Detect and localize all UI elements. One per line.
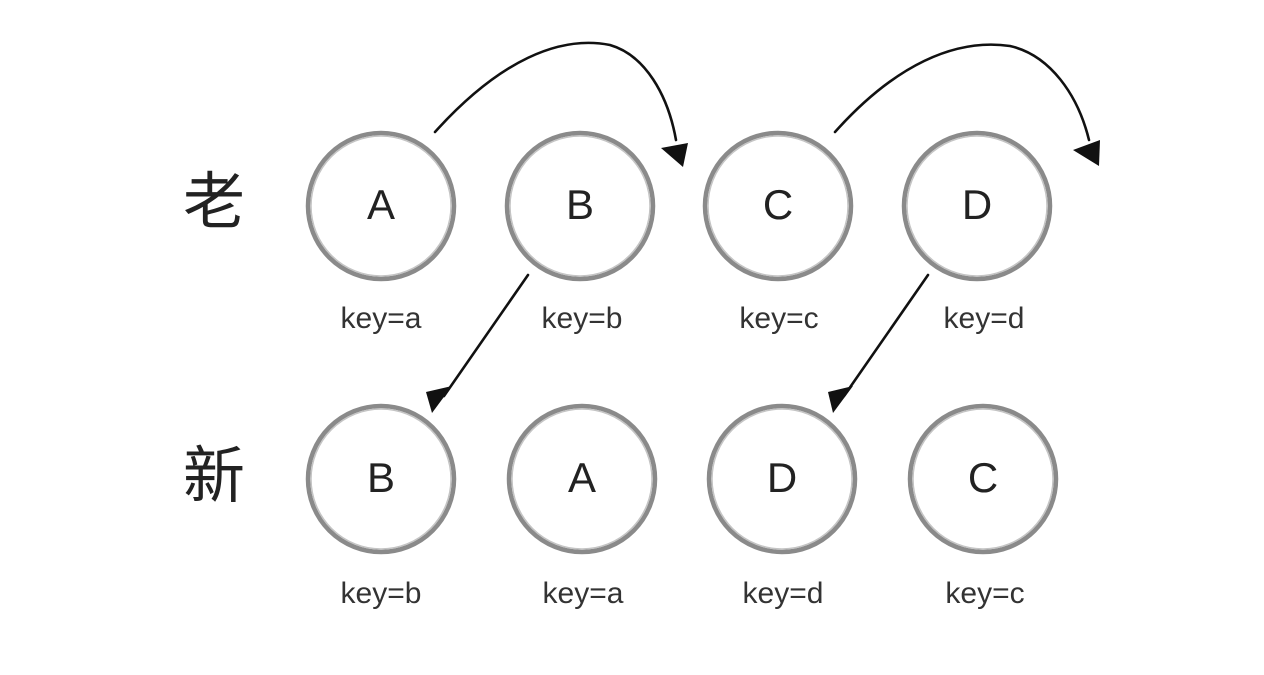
node-old-2: C key=c <box>702 130 854 335</box>
node-new-1: A key=a <box>506 403 658 610</box>
key-label: key=d <box>944 302 1025 335</box>
arrowhead-icon <box>828 386 853 413</box>
key-label: key=b <box>542 302 623 335</box>
arrow-old-a-to-after-b <box>433 41 688 167</box>
node-letter: D <box>962 181 992 228</box>
key-label: key=b <box>341 577 422 610</box>
arrow-old-d-to-new-d <box>828 273 930 413</box>
node-letter: D <box>767 454 797 501</box>
node-letter: C <box>968 454 998 501</box>
key-label: key=a <box>341 302 422 335</box>
node-old-0: A key=a <box>305 130 457 335</box>
node-new-0: B key=b <box>305 403 457 610</box>
node-letter: A <box>367 181 395 228</box>
arrowhead-icon <box>1073 140 1100 166</box>
node-letter: B <box>566 181 594 228</box>
key-label: key=c <box>945 577 1024 610</box>
key-label: key=c <box>739 302 818 335</box>
row-label-old: 老 <box>183 165 245 238</box>
node-old-3: D key=d <box>901 130 1053 335</box>
key-label: key=a <box>543 577 624 610</box>
arrowhead-icon <box>426 386 452 413</box>
node-letter: A <box>568 454 596 501</box>
arrow-old-c-to-after-d <box>833 43 1100 166</box>
node-new-2: D key=d <box>706 403 858 610</box>
row-label-new: 新 <box>183 439 245 512</box>
node-new-3: C key=c <box>907 403 1059 610</box>
arrow-old-b-to-new-b <box>426 273 530 413</box>
node-letter: B <box>367 454 395 501</box>
old-row: A key=a B key=b C key=c D key=d <box>305 130 1053 335</box>
arrowhead-icon <box>661 143 688 167</box>
key-label: key=d <box>743 577 824 610</box>
node-letter: C <box>763 181 793 228</box>
new-row: B key=b A key=a D key=d C key=c <box>305 403 1059 610</box>
node-old-1: B key=b <box>504 130 656 335</box>
